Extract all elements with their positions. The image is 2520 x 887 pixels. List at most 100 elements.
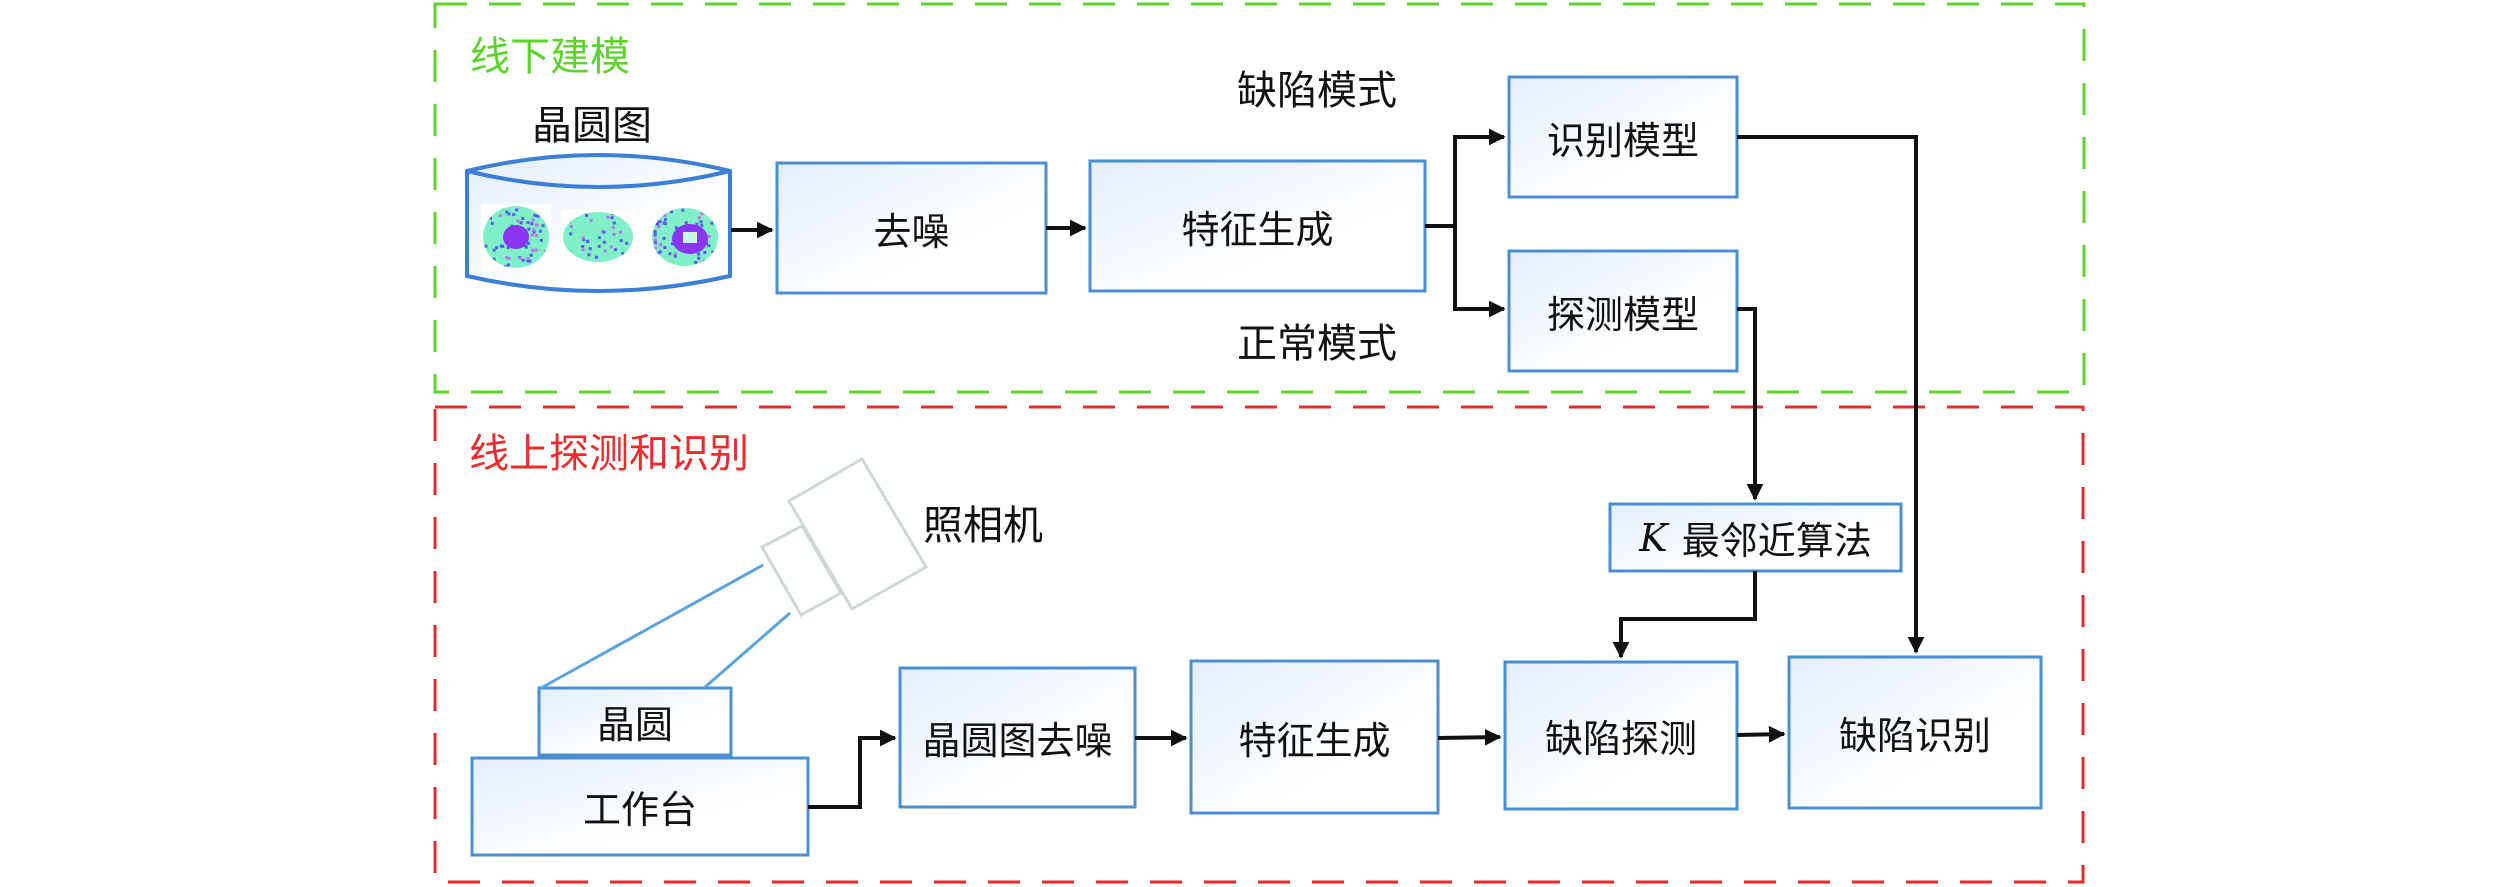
wafer-noise-pixel bbox=[531, 248, 535, 252]
wafer-noise-pixel bbox=[653, 238, 657, 242]
wafer-noise-pixel bbox=[664, 222, 668, 226]
wafer-noise-pixel bbox=[506, 246, 510, 250]
wafer-noise-pixel bbox=[611, 225, 615, 229]
wafer-noise-pixel bbox=[541, 224, 545, 228]
wafer-noise-pixel bbox=[612, 221, 616, 225]
wafer-noise-pixel bbox=[657, 225, 661, 228]
wafer-noise-pixel bbox=[582, 238, 586, 242]
wafer-noise-pixel bbox=[538, 229, 542, 233]
wafer-noise-pixel bbox=[699, 220, 703, 224]
wafer-noise-pixel bbox=[697, 216, 701, 220]
wafer-noise-pixel bbox=[490, 221, 494, 225]
wafer-noise-pixel bbox=[594, 255, 598, 259]
wafer-noise-pixel bbox=[533, 213, 537, 217]
wafer-map-denoise-box[interactable] bbox=[898, 666, 1137, 809]
workbench-label: 工作台 bbox=[582, 788, 697, 832]
wafer-noise-pixel bbox=[526, 259, 530, 263]
wafer-noise-pixel bbox=[694, 260, 698, 264]
arrow-feature-to-detection bbox=[1437, 728, 1502, 746]
recognition-model-box[interactable] bbox=[1507, 75, 1739, 199]
wafer-noise-pixel bbox=[700, 211, 704, 215]
wafer-noise-pixel bbox=[621, 252, 625, 256]
camera-view-rays bbox=[540, 563, 791, 690]
wafer-noise-pixel bbox=[495, 246, 498, 250]
wafer-map-normal bbox=[561, 210, 635, 265]
defect-detection-label: 缺陷探测 bbox=[1544, 717, 1697, 761]
feature-generation-label-offline: 特征生成 bbox=[1181, 207, 1334, 252]
wafer-noise-pixel bbox=[569, 232, 573, 236]
connectors bbox=[731, 128, 1925, 809]
wafer-noise-pixel bbox=[501, 244, 505, 248]
wafer-noise-pixel bbox=[535, 223, 538, 227]
wafer-noise-pixel bbox=[681, 208, 685, 212]
arrow-detection-to-recognition bbox=[1736, 725, 1786, 743]
defect-detection-box[interactable] bbox=[1503, 660, 1739, 811]
online-detection-frame bbox=[433, 405, 2085, 884]
wafer-noise-pixel bbox=[602, 240, 606, 244]
wafer-noise-pixel bbox=[609, 245, 613, 249]
feature-generation-label-online: 特征生成 bbox=[1238, 718, 1391, 763]
wafer-noise-pixel bbox=[531, 218, 535, 222]
wafer-noise-pixel bbox=[602, 230, 606, 234]
wafer-noise-pixel bbox=[589, 218, 593, 222]
wafer-noise-pixel bbox=[658, 250, 662, 254]
camera-icon bbox=[759, 456, 929, 618]
wafer-noise-pixel bbox=[597, 236, 601, 240]
feature-generation-box-online[interactable] bbox=[1189, 659, 1440, 815]
wafer-noise-pixel bbox=[539, 238, 543, 242]
wafer-noise-pixel bbox=[492, 248, 496, 252]
wafer-noise-pixel bbox=[586, 239, 589, 243]
wafer-noise-pixel bbox=[585, 213, 588, 217]
wafer-noise-pixel bbox=[653, 232, 657, 236]
wafer-noise-pixel bbox=[516, 219, 520, 223]
wafer-noise-pixel bbox=[670, 210, 673, 214]
wafer-noise-pixel bbox=[653, 230, 657, 234]
wafer-noise-pixel bbox=[505, 210, 509, 214]
wafer-noise-pixel bbox=[505, 256, 509, 260]
wafer-noise-pixel bbox=[507, 256, 511, 260]
wafer-noise-pixel bbox=[529, 253, 533, 257]
denoise-label: 去噪 bbox=[873, 209, 950, 254]
wafer-noise-pixel bbox=[492, 257, 496, 261]
wafer-noise-pixel bbox=[673, 254, 677, 258]
wafer-noise-pixel bbox=[614, 248, 618, 252]
denoise-box[interactable] bbox=[775, 161, 1048, 295]
arrow-to-recognition-model bbox=[1453, 128, 1506, 226]
wafer-noise-pixel bbox=[619, 239, 623, 243]
wafer-noise-pixel bbox=[527, 241, 530, 245]
wafer-noise-pixel bbox=[521, 217, 525, 221]
wafer-noise-pixel bbox=[597, 244, 601, 248]
wafer-noise-pixel bbox=[710, 221, 714, 225]
normal-mode-label: 正常模式 bbox=[1237, 321, 1397, 367]
wafer-noise-pixel bbox=[606, 216, 610, 220]
wafer-noise-pixel bbox=[569, 225, 573, 228]
wafer-map-label: 晶圆图 bbox=[532, 103, 652, 149]
wafer-noise-pixel bbox=[526, 220, 530, 224]
offline-modeling-title: 线下建模 bbox=[470, 34, 630, 80]
camera-label: 照相机 bbox=[923, 503, 1043, 549]
knn-text: 最邻近算法 bbox=[1681, 519, 1872, 563]
wafer-box[interactable] bbox=[537, 686, 733, 757]
wafer-noise-pixel bbox=[588, 247, 592, 251]
wafer-noise-pixel bbox=[489, 216, 492, 220]
wafer-noise-pixel bbox=[695, 222, 699, 226]
wafer-noise-pixel bbox=[671, 242, 674, 246]
wafer-noise-pixel bbox=[532, 228, 536, 232]
feature-generation-box-offline[interactable] bbox=[1088, 159, 1427, 293]
defect-recognition-label: 缺陷识别 bbox=[1838, 714, 1991, 758]
wafer-noise-pixel bbox=[512, 213, 516, 217]
wafer-noise-pixel bbox=[697, 256, 701, 260]
wafer-noise-pixel bbox=[530, 233, 534, 237]
wafer-noise-pixel bbox=[528, 259, 532, 263]
arrow-detection-model-to-knn bbox=[1737, 307, 1764, 501]
wafer-noise-pixel bbox=[668, 252, 672, 256]
arrow-to-detection-model bbox=[1453, 226, 1506, 318]
wafer-noise-pixel bbox=[655, 222, 659, 226]
wafer-noise-pixel bbox=[518, 256, 522, 260]
wafer-noise-pixel bbox=[707, 234, 711, 238]
defect-recognition-box[interactable] bbox=[1787, 655, 2043, 810]
wafer-noise-pixel bbox=[587, 253, 591, 257]
wafer-noise-pixel bbox=[521, 258, 525, 262]
